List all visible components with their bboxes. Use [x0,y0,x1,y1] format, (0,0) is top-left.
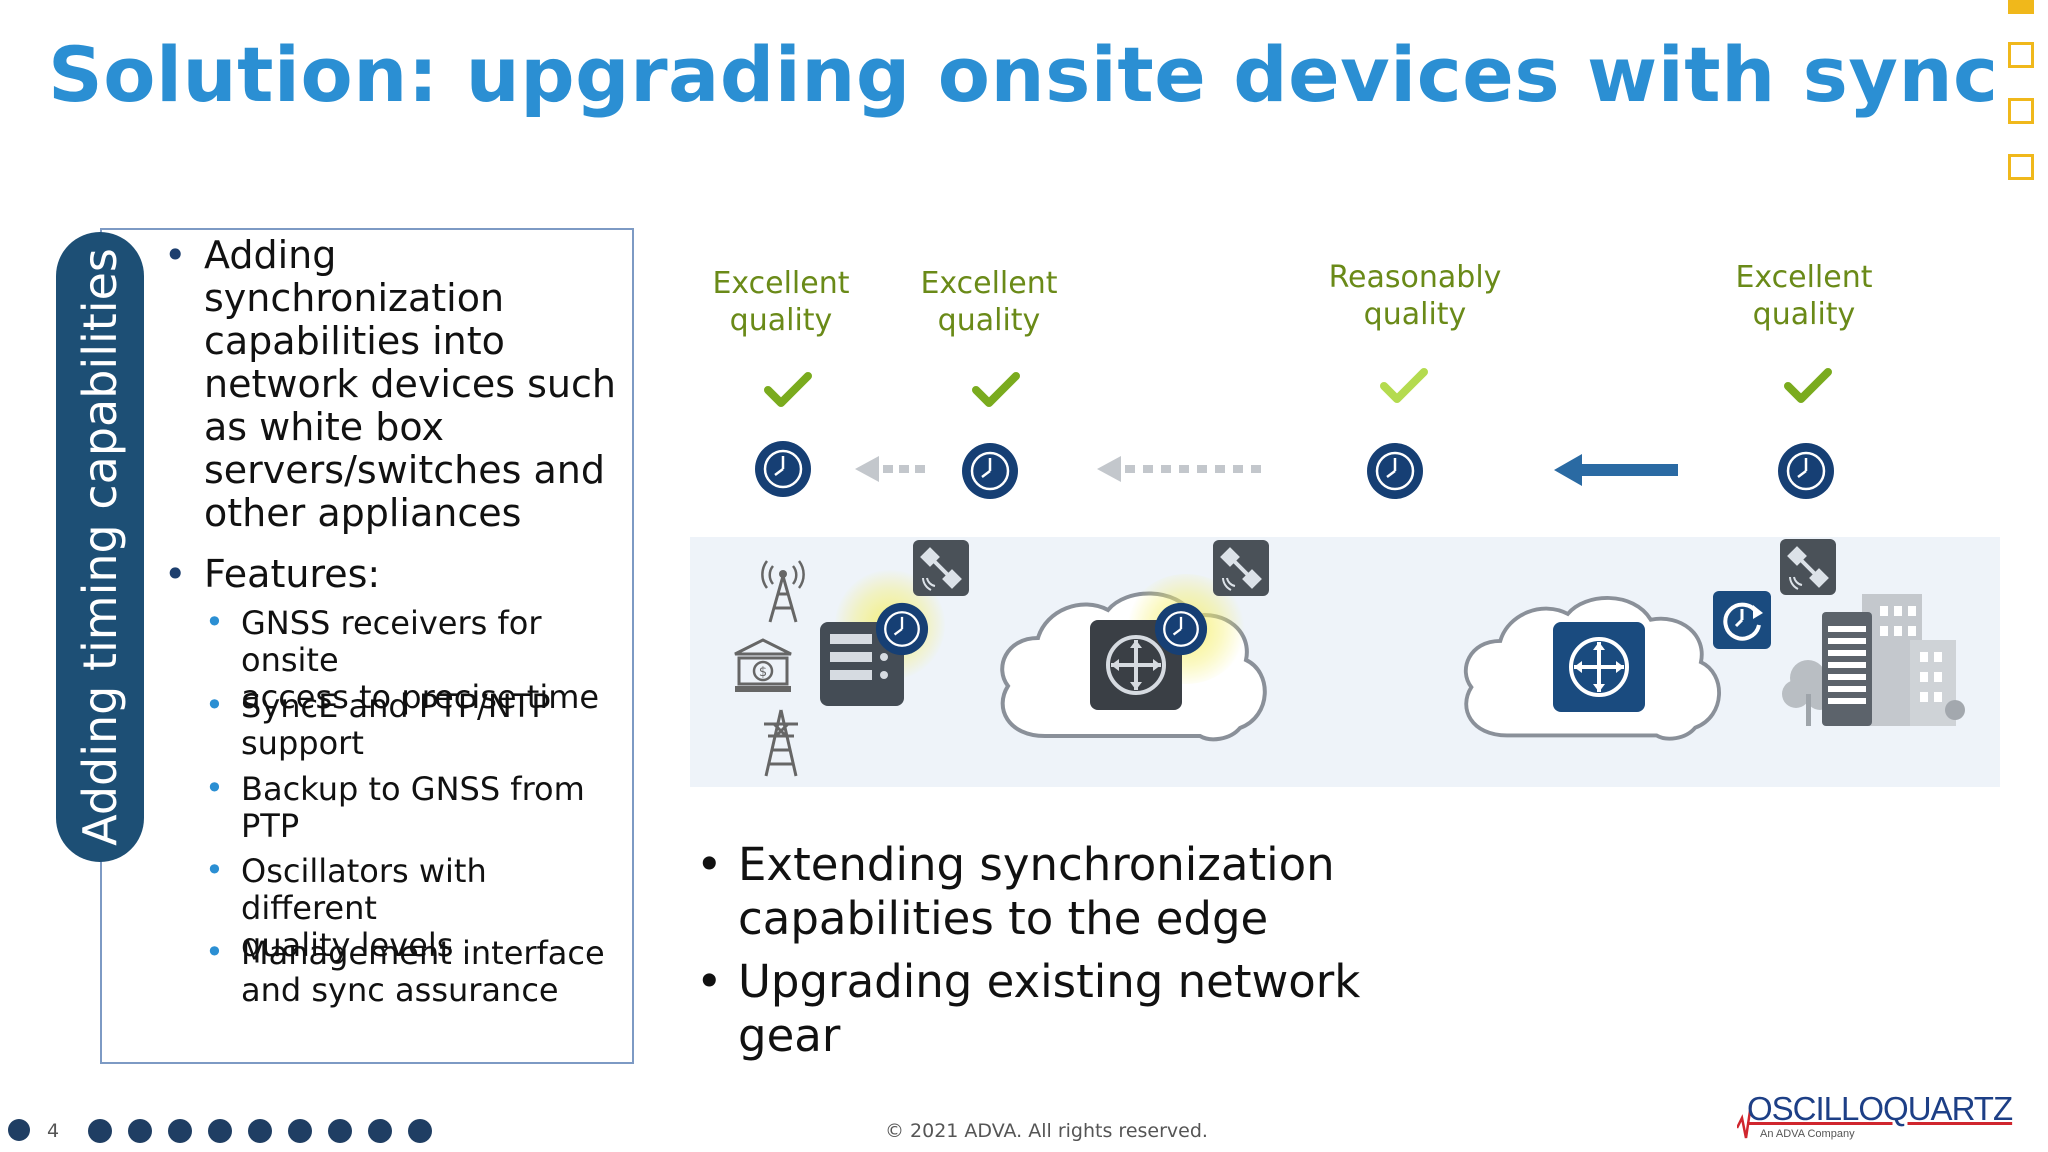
bank-icon: $ [734,638,792,692]
page-number: 4 [47,1120,60,1142]
quality-line: Excellent [920,266,1058,301]
side-tab: Adding timing capabilities [56,232,144,862]
router-icon [1553,622,1645,712]
bottom-bullet: Extending synchronization capabilities t… [696,838,1335,946]
quality-label: Excellent quality [1714,259,1894,333]
bottom-bullet-line: capabilities to the edge [738,892,1269,945]
clock-icon [1778,443,1834,499]
satellite-icon [1213,540,1269,596]
page-dot[interactable] [368,1119,392,1143]
bottom-bullet: Upgrading existing network gear [696,955,1361,1063]
antenna-tower-icon [761,560,805,623]
slide-nav-square-1[interactable] [2008,0,2034,14]
feature-line: support [241,724,364,762]
quality-line: Excellent [712,266,850,301]
quality-line: quality [1363,297,1467,332]
feature-line: Backup to GNSS from [241,770,585,808]
bottom-bullet-line: Extending synchronization [738,838,1335,891]
page-dot[interactable] [88,1119,112,1143]
bullet-features: Features: [164,553,380,597]
company-logo: OSCILLOQUARTZ [1747,1090,2013,1127]
side-tab-label: Adding timing capabilities [73,248,127,846]
bullet-line: capabilities into [204,319,505,363]
page-dot[interactable] [8,1119,30,1141]
bullet-line: servers/switches and [204,448,605,492]
bullet-adding-sync: Adding synchronization capabilities into… [164,233,634,535]
feature-item: Backup to GNSS from PTP [205,770,631,845]
quality-line: Reasonably [1328,260,1502,295]
check-icon [1784,368,1832,403]
feature-line: GNSS receivers for onsite [241,604,542,679]
quality-line: Excellent [1735,260,1873,295]
page-dot[interactable] [248,1119,272,1143]
check-icon [1380,368,1428,403]
satellite-icon [913,540,969,596]
check-icon [972,372,1020,407]
quality-label: Excellent quality [899,265,1079,339]
page-dot[interactable] [408,1119,432,1143]
slide-nav-square-2[interactable] [2008,42,2034,68]
slide-nav-square-4[interactable] [2008,154,2034,180]
clock-icon [755,441,811,497]
quality-line: quality [1752,297,1856,332]
slide-nav-square-3[interactable] [2008,98,2034,124]
copyright: © 2021 ADVA. All rights reserved. [885,1120,1208,1142]
bottom-bullet-line: gear [738,1009,841,1062]
company-logo-sub: An ADVA Company [1760,1128,1855,1140]
page-dot[interactable] [128,1119,152,1143]
satellite-icon [1780,539,1836,595]
clock-icon [1154,602,1208,656]
feature-line: SyncE and PTP/NTP [241,687,551,725]
arrow-left-icon [855,456,925,482]
feature-item: Management interface and sync assurance [205,934,631,1009]
bullet-line: as white box [204,405,444,449]
svg-text:$: $ [759,665,767,680]
feature-line: Oscillators with different [241,852,487,927]
quality-line: quality [937,303,1041,338]
feature-line: and sync assurance [241,971,559,1009]
quality-line: quality [729,303,833,338]
bullet-line: network devices such [204,362,616,406]
bullet-line: Adding synchronization [204,233,505,320]
clock-icon [875,602,929,656]
page-dot[interactable] [328,1119,352,1143]
logo-wave-icon [1737,1103,1753,1139]
quality-label: Excellent quality [691,265,871,339]
arrow-left-icon [1554,454,1678,486]
clock-icon [962,443,1018,499]
arrow-left-icon [1097,456,1261,482]
feature-item: SyncE and PTP/NTP support [205,687,631,762]
bottom-bullet-line: Upgrading existing network [738,955,1361,1008]
slide-title: Solution: upgrading onsite devices with … [48,30,1999,119]
feature-line: PTP [241,807,300,845]
check-icon [764,372,812,407]
power-pylon-icon [764,709,798,777]
page-dot[interactable] [288,1119,312,1143]
building-icon [1782,594,1965,726]
clock-icon [1367,443,1423,499]
feature-line: Management interface [241,934,605,972]
quality-label: Reasonably quality [1325,259,1505,333]
sync-clock-icon [1713,591,1771,649]
page-dot[interactable] [208,1119,232,1143]
page-dot[interactable] [168,1119,192,1143]
bullet-line: other appliances [204,491,522,535]
